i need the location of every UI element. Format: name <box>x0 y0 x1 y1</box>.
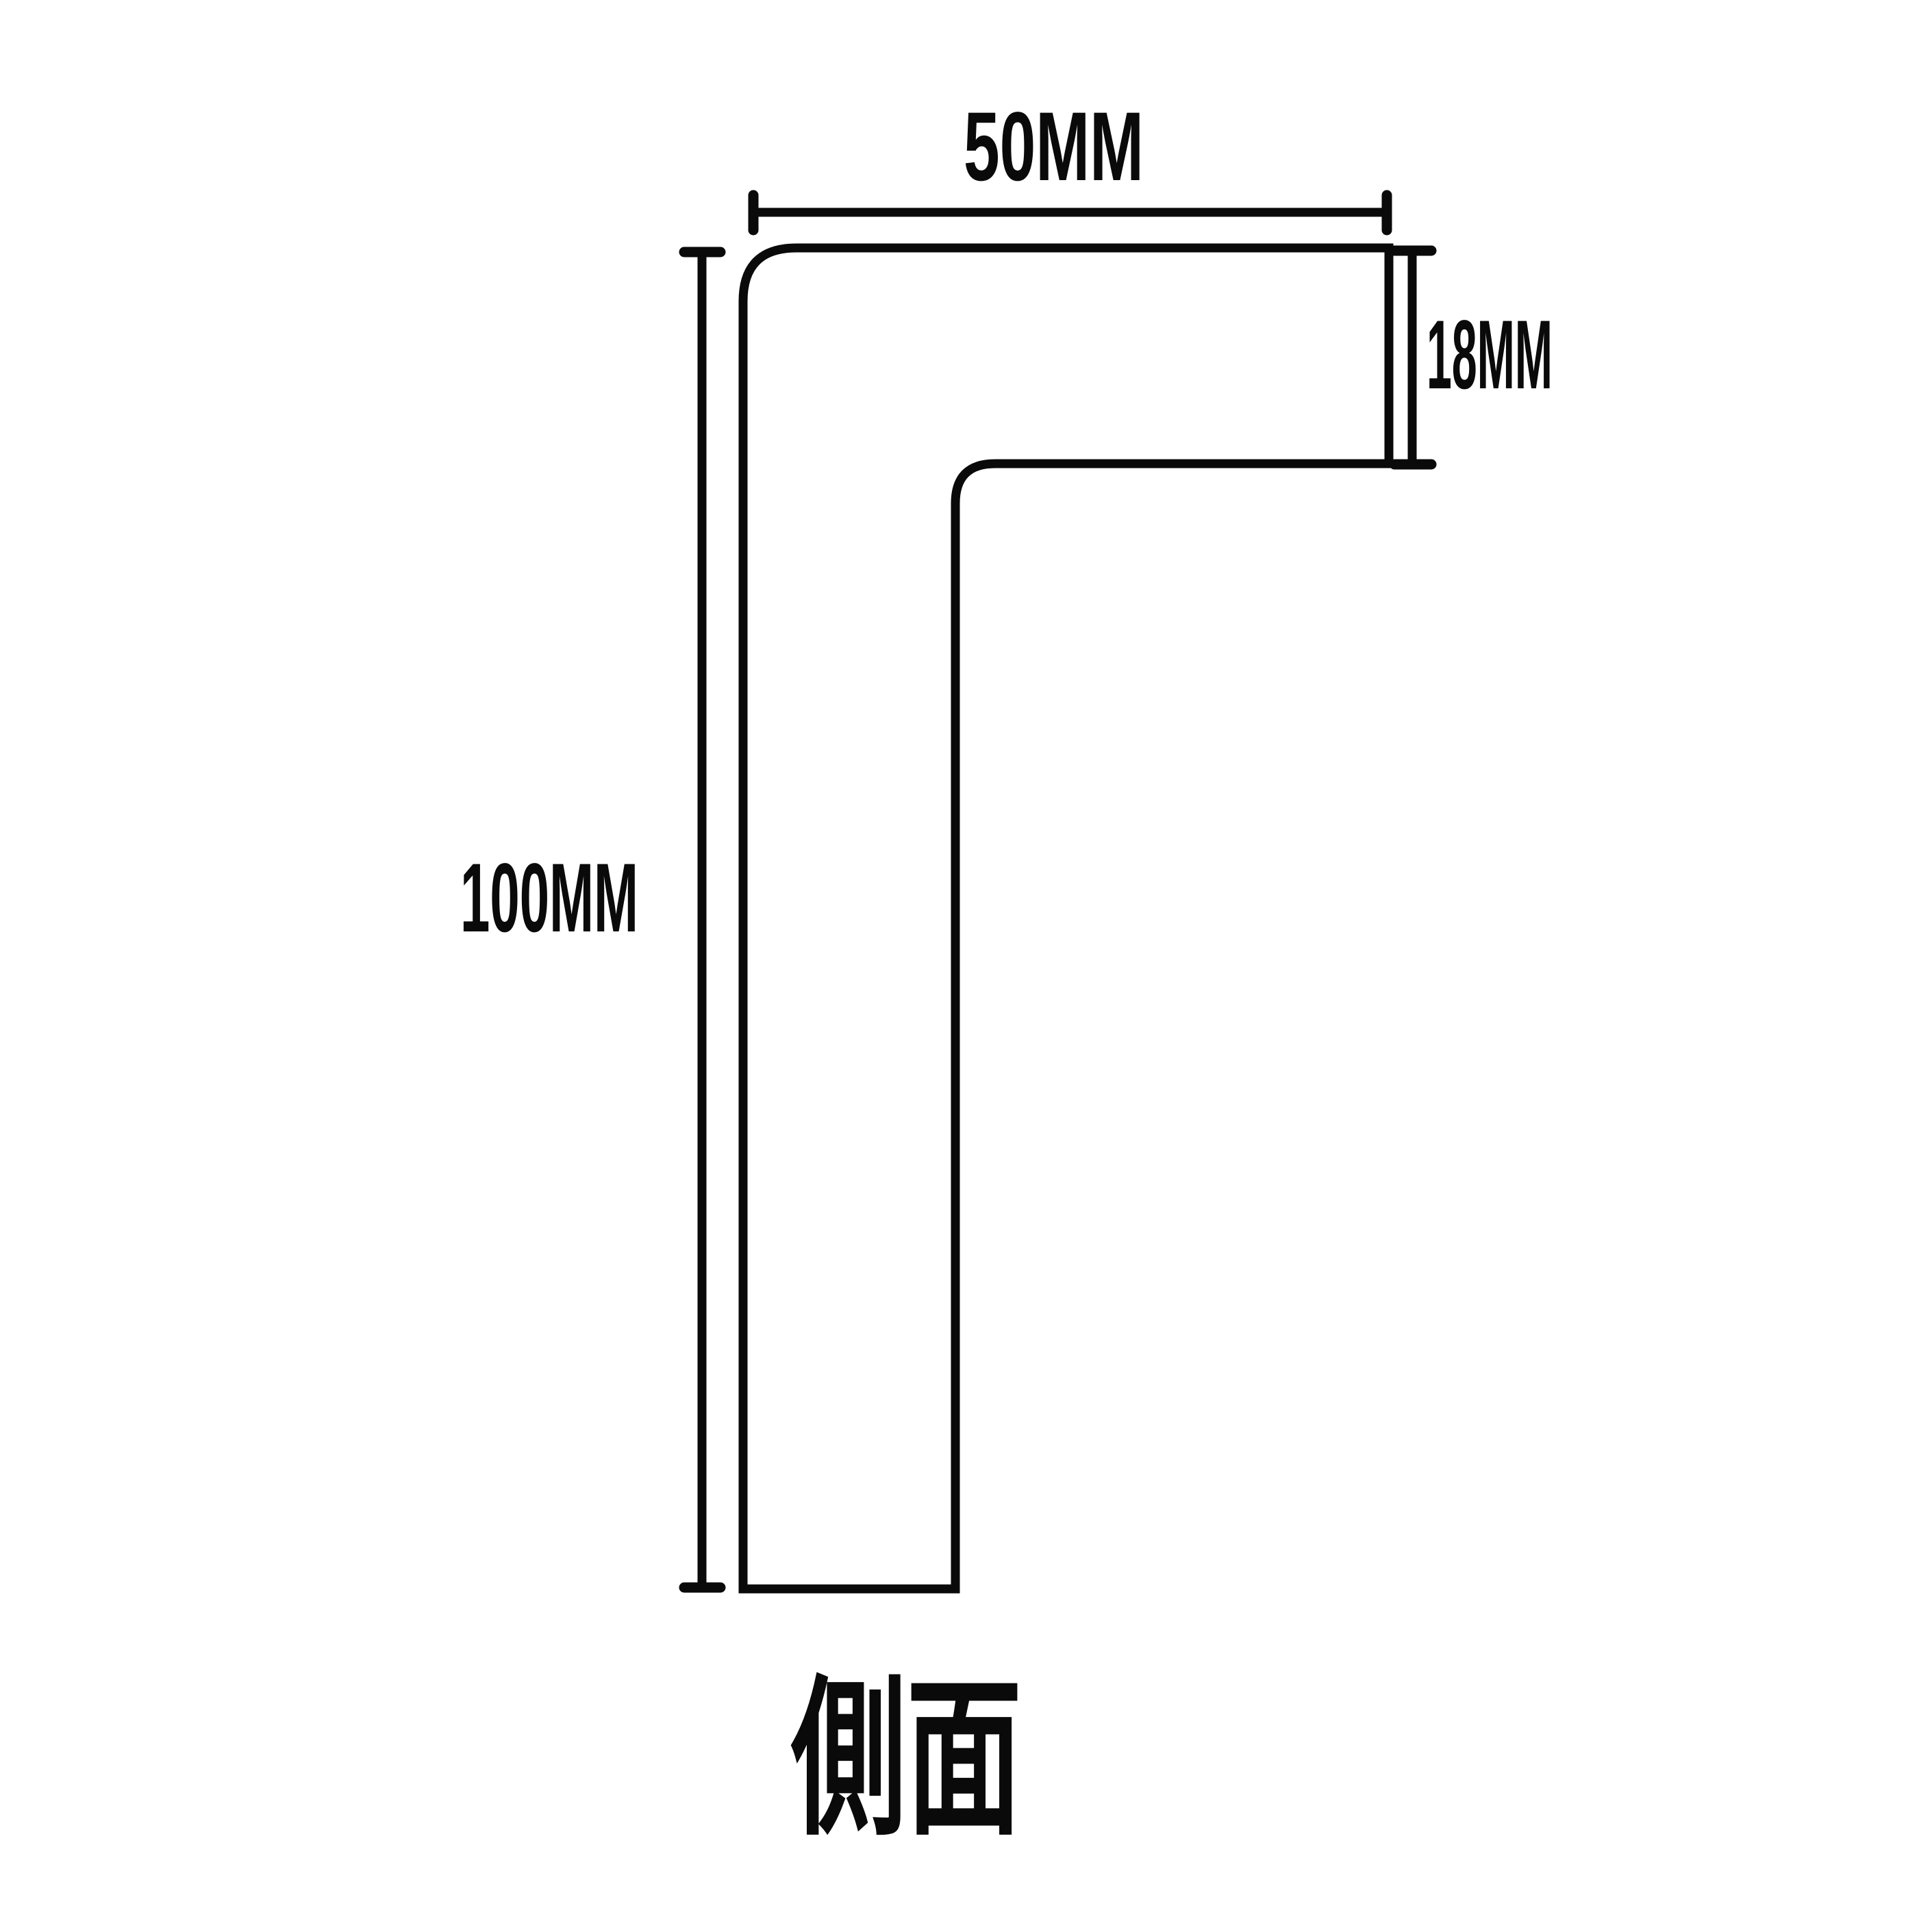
dimension-width-label: 50MM <box>964 92 1144 201</box>
dimension-thickness-18mm: 18MM <box>1389 245 1553 470</box>
l-profile-outline <box>738 243 1394 1594</box>
dimension-width-50mm: 50MM <box>748 92 1392 236</box>
dimension-height-100mm: 100MM <box>460 247 726 1593</box>
dimension-height-label: 100MM <box>460 844 638 953</box>
view-title: 側面 <box>790 1664 1022 1855</box>
dimension-thickness-label: 18MM <box>1427 301 1553 410</box>
